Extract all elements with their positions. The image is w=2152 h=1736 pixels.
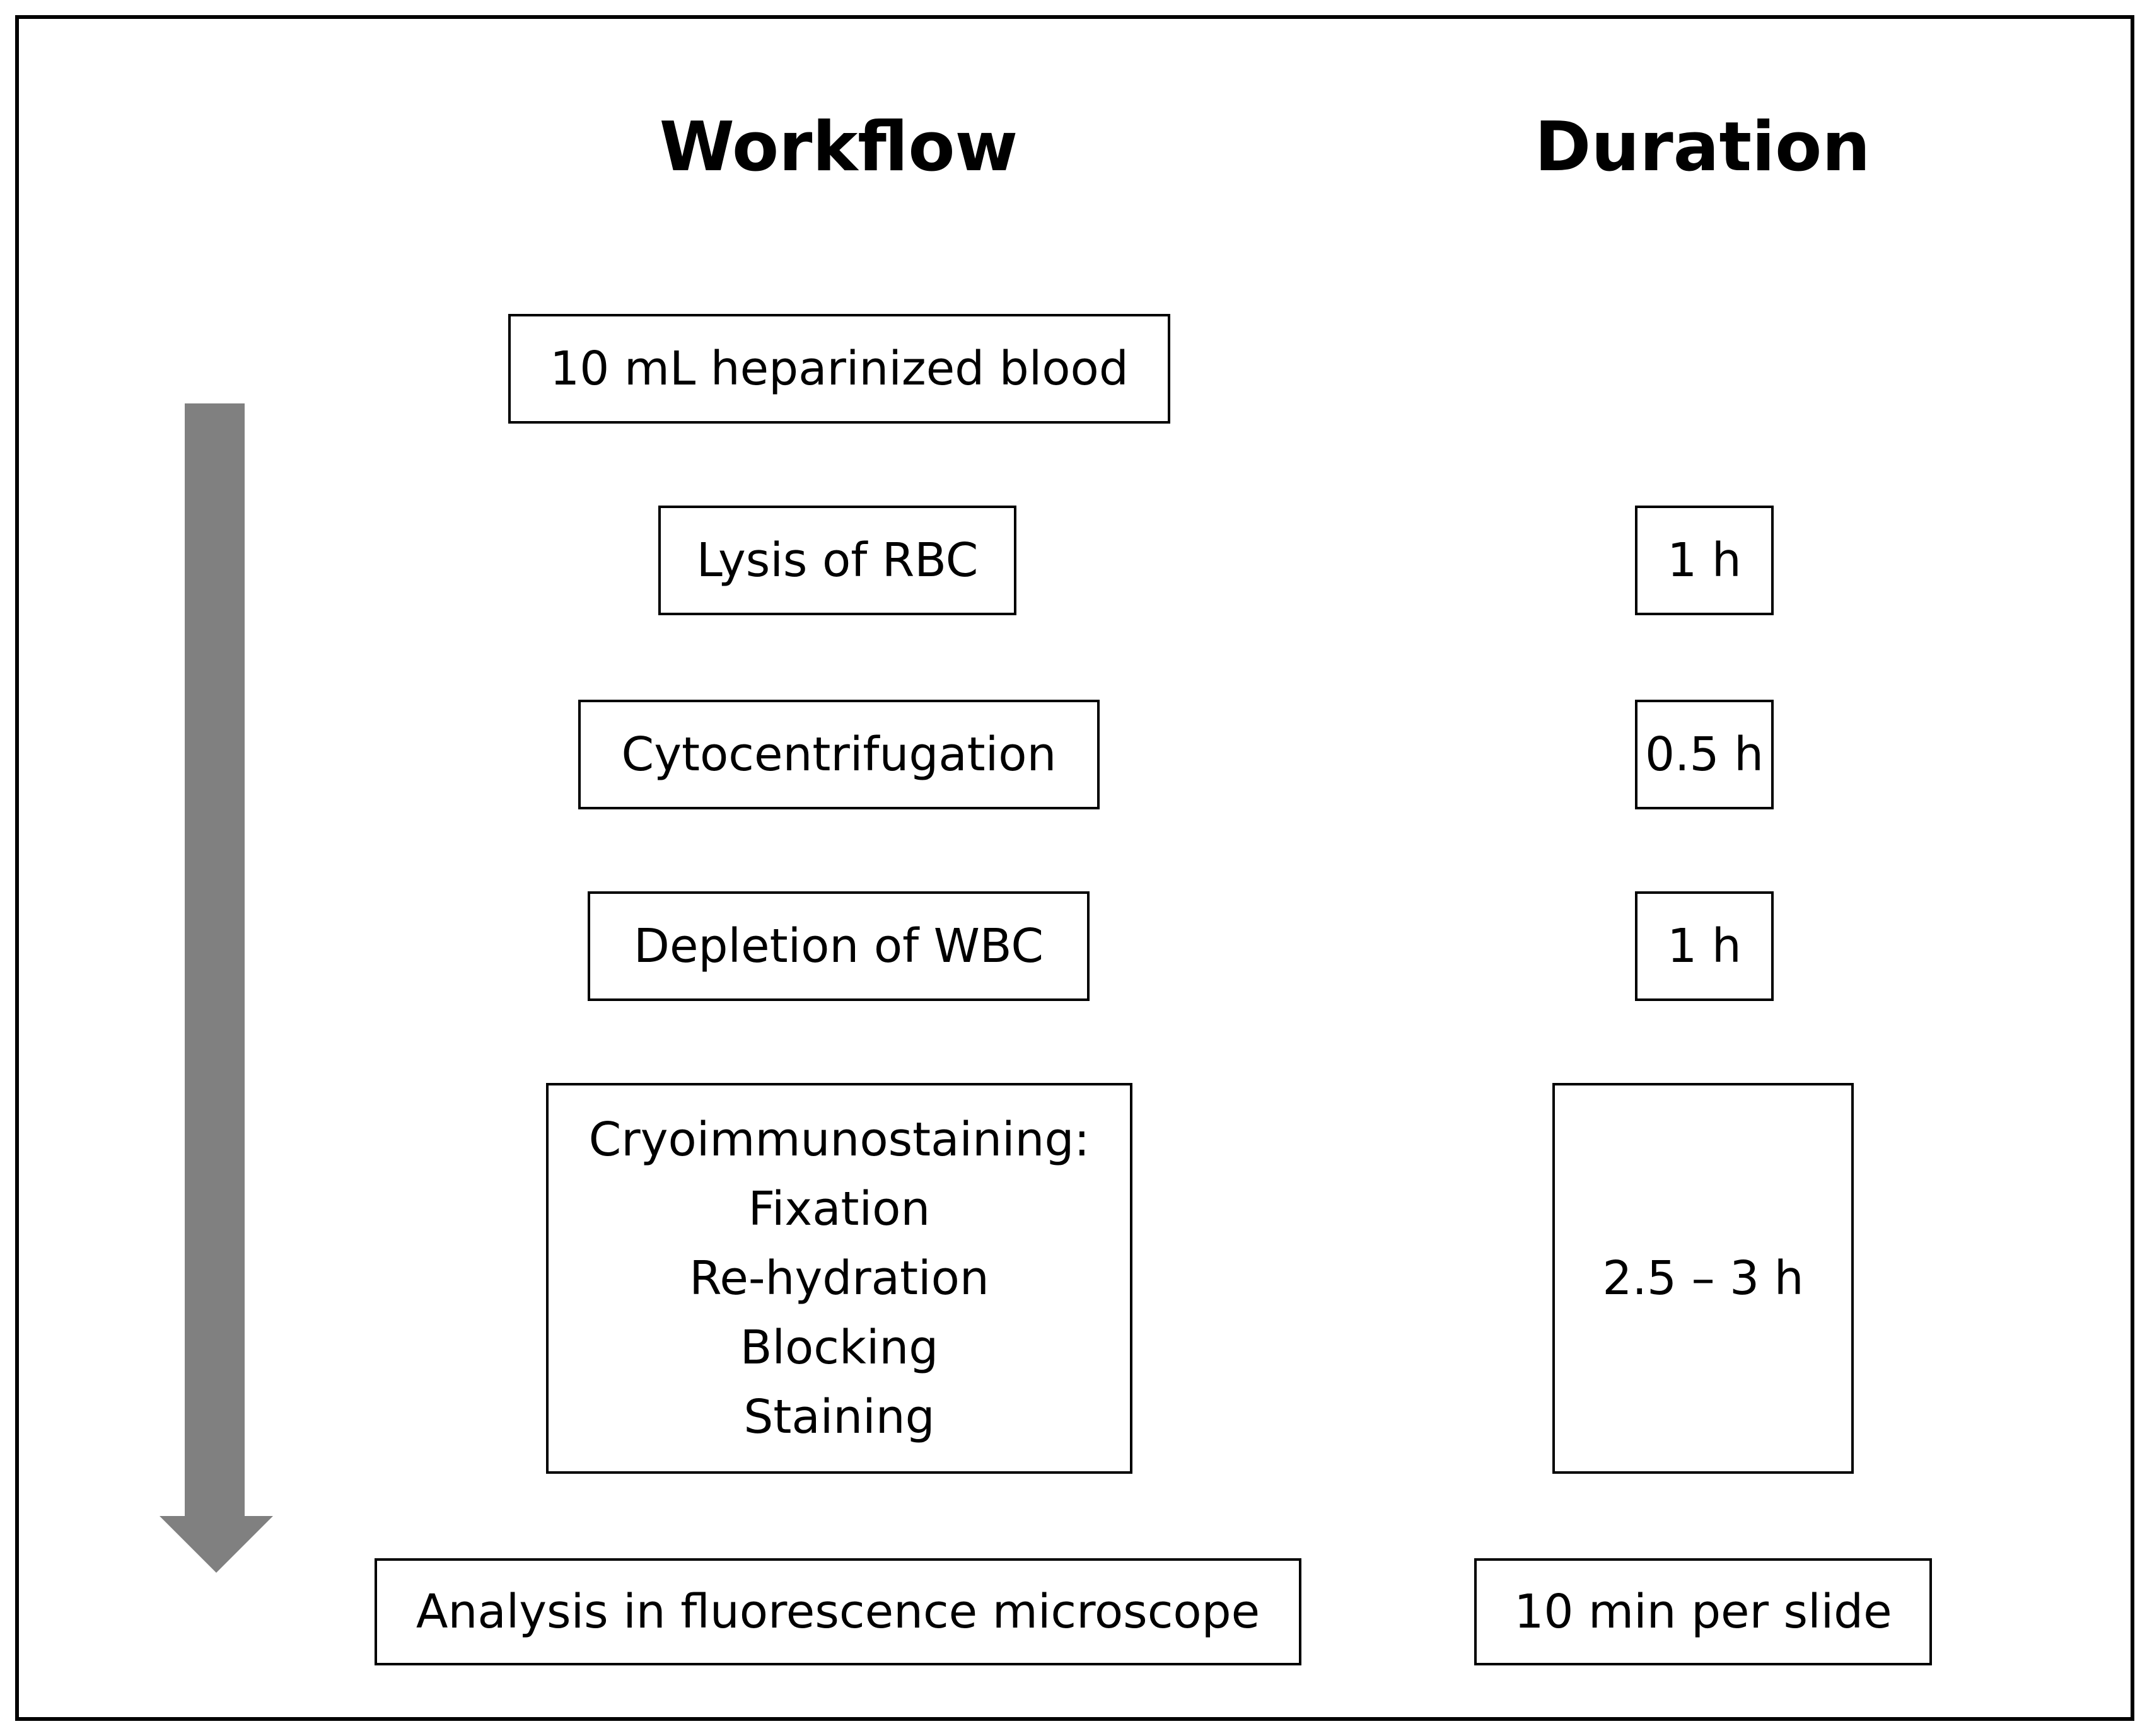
step-label: Lysis of RBC (696, 533, 979, 587)
step-lysis-rbc: Lysis of RBC (658, 506, 1016, 615)
figure-frame (15, 15, 2134, 1721)
duration-value: 1 h (1667, 533, 1742, 587)
step-label: Depletion of WBC (634, 918, 1044, 973)
arrow-shaft (160, 403, 273, 1573)
step-label-line: Blocking (740, 1321, 939, 1375)
duration-heading: Duration (1534, 108, 1871, 187)
step-label: 10 mL heparinized blood (550, 341, 1129, 396)
step-label-line: Cryoimmunostaining: (588, 1113, 1090, 1167)
step-label-line: Re-hydration (689, 1251, 989, 1305)
step-analysis-microscope: Analysis in fluorescence microscope (375, 1558, 1301, 1665)
duration-value: 0.5 h (1644, 727, 1764, 782)
step-label: Analysis in fluorescence microscope (416, 1584, 1260, 1639)
step-label: Cytocentrifugation (621, 727, 1057, 782)
duration-lysis-rbc: 1 h (1635, 506, 1774, 615)
workflow-heading: Workflow (659, 108, 1018, 187)
duration-value: 10 min per slide (1514, 1584, 1892, 1639)
step-label-line: Staining (743, 1390, 935, 1444)
duration-analysis-microscope: 10 min per slide (1474, 1558, 1932, 1665)
step-depletion-wbc: Depletion of WBC (588, 891, 1090, 1001)
duration-cytocentrifugation: 0.5 h (1635, 700, 1774, 809)
down-arrow-icon (160, 403, 273, 1573)
step-cryoimmunostaining: Cryoimmunostaining: Fixation Re-hydratio… (546, 1083, 1132, 1474)
step-cytocentrifugation: Cytocentrifugation (578, 700, 1100, 809)
duration-value: 2.5 – 3 h (1602, 1251, 1804, 1305)
duration-cryoimmunostaining: 2.5 – 3 h (1552, 1083, 1854, 1474)
step-heparinized-blood: 10 mL heparinized blood (508, 314, 1170, 424)
duration-value: 1 h (1667, 918, 1742, 973)
duration-depletion-wbc: 1 h (1635, 891, 1774, 1001)
step-label-line: Fixation (748, 1182, 931, 1236)
